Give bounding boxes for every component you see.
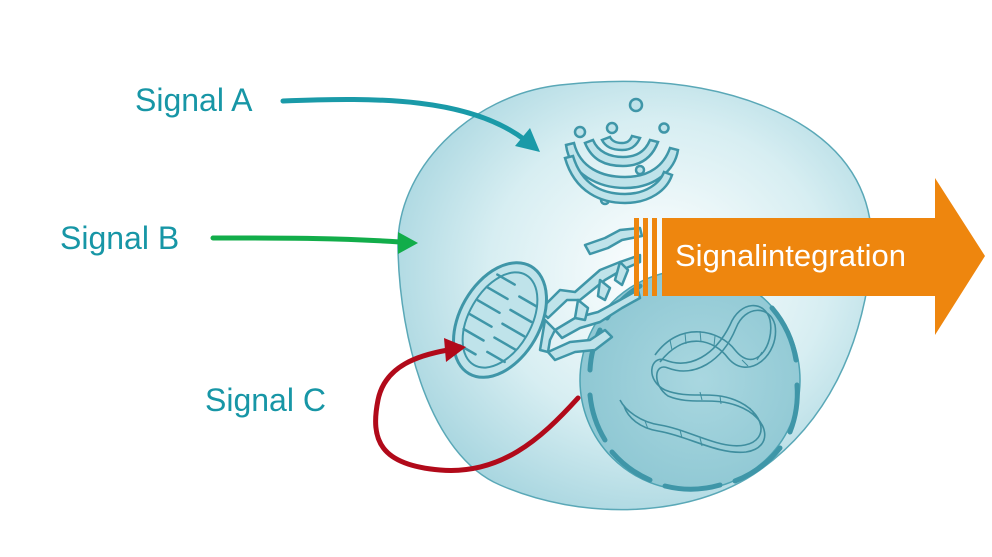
dna-helix [619, 304, 777, 454]
signalintegration-arrow [634, 178, 985, 335]
signalintegration-label: Signalintegration [675, 238, 906, 273]
mitochondrion [452, 261, 548, 379]
signal-b-label: Signal B [60, 220, 180, 256]
golgi-apparatus [563, 97, 680, 206]
signal-c-label: Signal C [205, 382, 326, 418]
signal-a-arrow [280, 96, 540, 152]
signal-a-label: Signal A [135, 82, 253, 118]
signal-b-arrow [210, 232, 418, 254]
endoplasmic-reticulum [538, 226, 644, 362]
signal-c-arrow [373, 338, 581, 473]
